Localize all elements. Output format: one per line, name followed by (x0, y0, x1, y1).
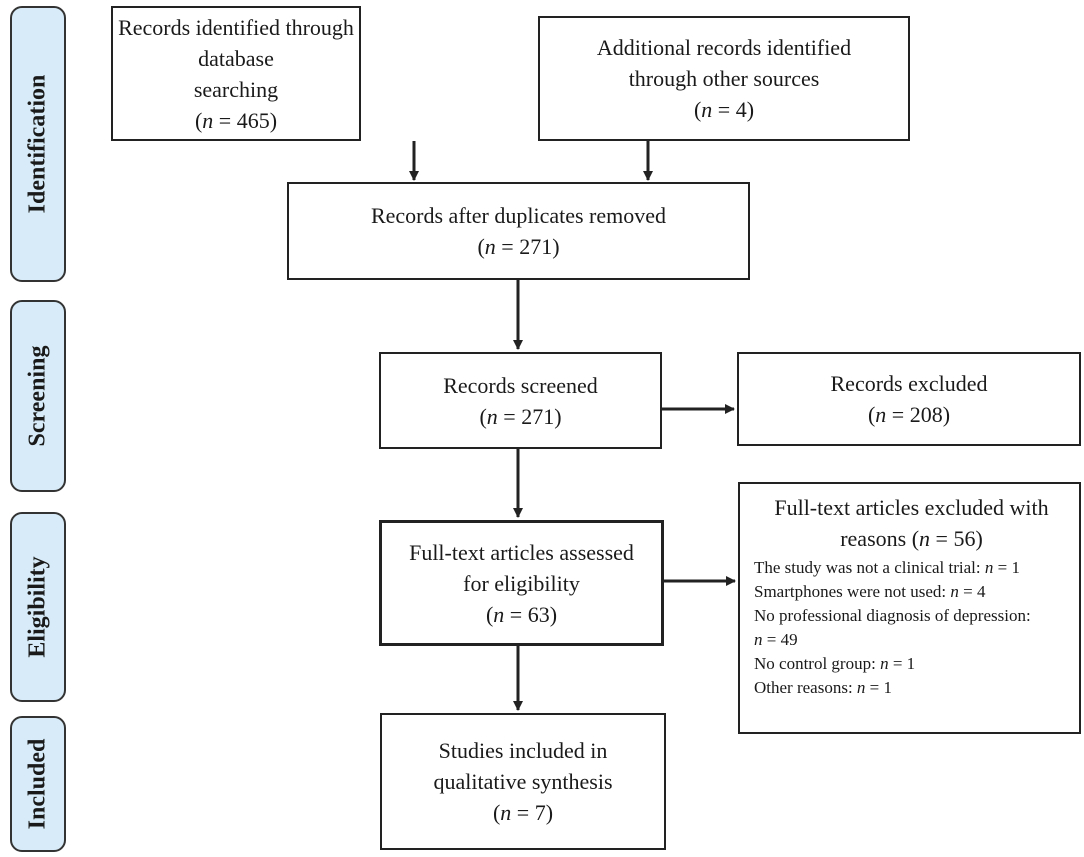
box-count: (n = 7) (492, 800, 554, 825)
box-text: Studies included in (438, 738, 608, 763)
box-fulltext-assessed: Full-text articles assessed for eligibil… (379, 520, 664, 646)
box-text: Records screened (443, 372, 598, 398)
box-records-excluded: Records excluded (n = 208) (737, 352, 1081, 446)
exclusion-reason: No professional diagnosis of depression: (754, 606, 1031, 625)
box-duplicates-removed: Records after duplicates removed (n = 27… (287, 182, 750, 280)
box-other-records: Additional records identified through ot… (538, 16, 910, 141)
box-text: Records after duplicates removed (370, 203, 667, 228)
stage-label-eligibility: Eligibility (10, 512, 66, 702)
stage-label-included: Included (10, 716, 66, 852)
exclusion-reason: Smartphones were not used: n = 4 (754, 582, 986, 601)
box-count: (n = 208) (867, 402, 951, 427)
box-text: qualitative synthesis (433, 769, 613, 794)
box-text: through other sources (628, 66, 820, 91)
box-count: (n = 63) (485, 601, 558, 627)
box-count: (n = 465) (194, 107, 278, 133)
box-text: Full-text articles assessed (409, 539, 634, 565)
box-database-records: Records identified through database sear… (111, 6, 361, 141)
stage-label-screening: Screening (10, 300, 66, 492)
box-text: Records identified through database (118, 14, 354, 71)
box-count: (n = 4) (693, 97, 755, 122)
box-count: (n = 271) (479, 403, 562, 429)
exclusion-reason: n = 49 (754, 630, 798, 649)
box-count: reasons (n = 56) (840, 526, 983, 551)
box-records-screened: Records screened (n = 271) (379, 352, 662, 449)
exclusion-reason: The study was not a clinical trial: n = … (754, 558, 1020, 577)
box-text: Records excluded (830, 371, 988, 396)
stage-label-identification: Identification (10, 6, 66, 282)
exclusion-reason: Other reasons: n = 1 (754, 678, 893, 697)
box-text: Additional records identified (596, 35, 852, 60)
box-studies-included: Studies included in qualitative synthesi… (380, 713, 666, 850)
exclusion-reasons-list: The study was not a clinical trial: n = … (754, 556, 1069, 700)
box-text: searching (193, 76, 279, 102)
exclusion-reason: No control group: n = 1 (754, 654, 916, 673)
box-text: for eligibility (463, 570, 580, 596)
box-text: Full-text articles excluded with (774, 495, 1049, 520)
box-count: (n = 271) (477, 234, 560, 259)
box-fulltext-excluded: Full-text articles excluded with reasons… (738, 482, 1081, 734)
